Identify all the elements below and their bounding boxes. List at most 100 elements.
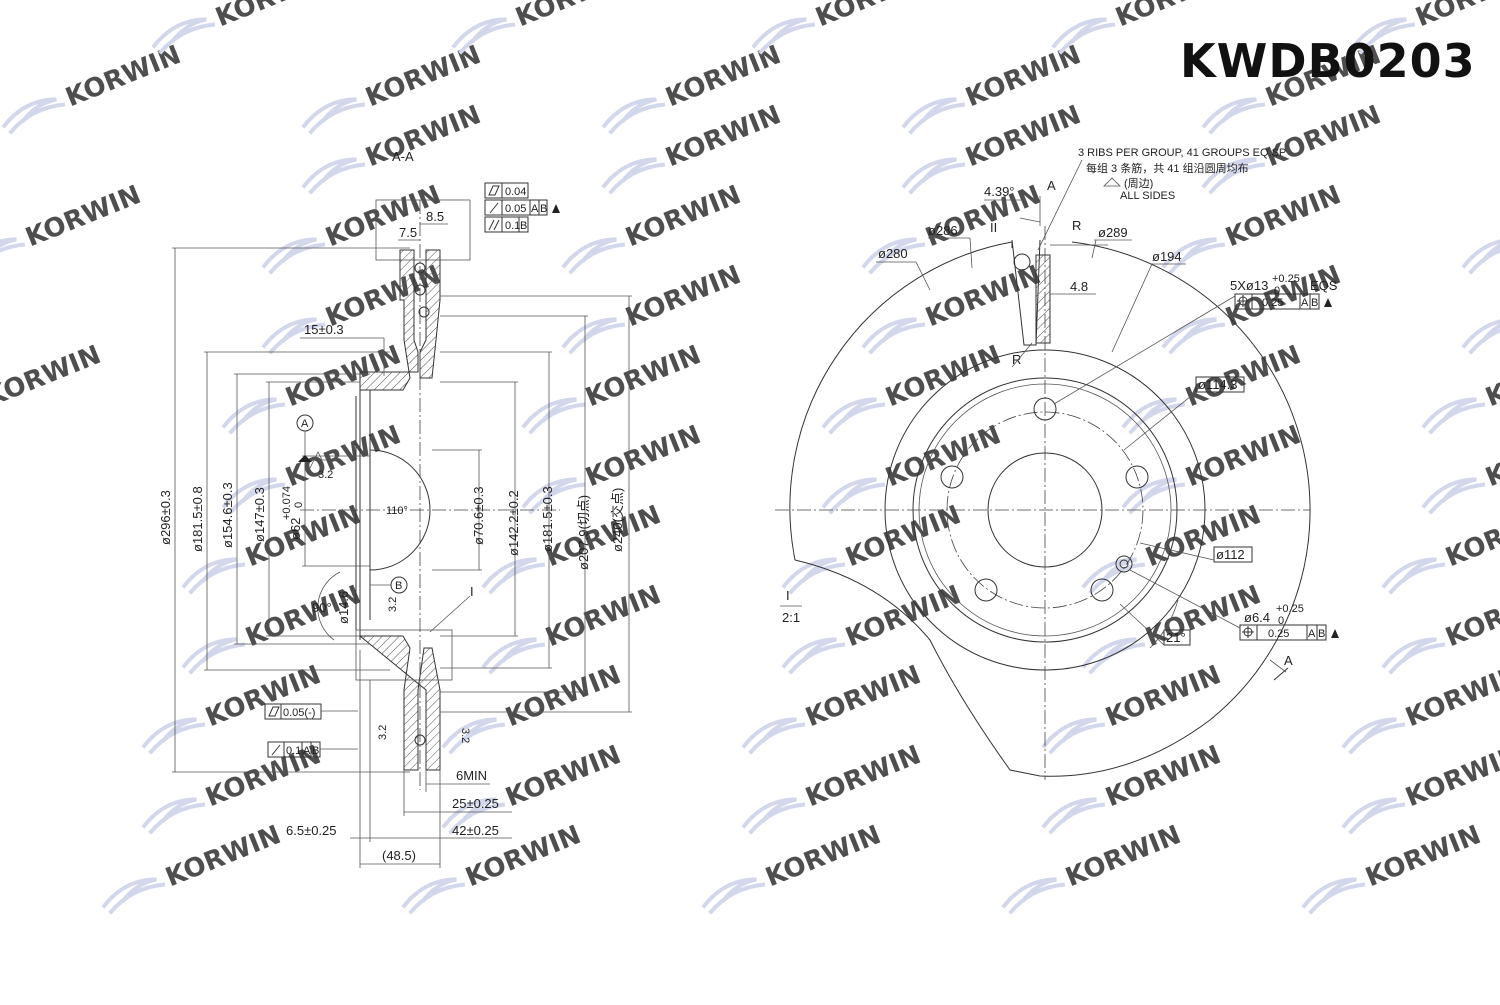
- all-sides-en: ALL SIDES: [1120, 190, 1175, 202]
- watermark-text: KORWIN: [812, 0, 936, 33]
- watermark-text: KORWIN: [282, 420, 406, 493]
- dim-d280: ø280: [878, 246, 908, 261]
- svg-text:B: B: [395, 580, 402, 592]
- watermark-text: KORWIN: [542, 500, 666, 573]
- watermark-text: KORWIN: [842, 580, 966, 653]
- watermark-logo: KORWIN: [561, 180, 746, 275]
- watermark-logo: KORWIN: [741, 740, 925, 835]
- angle-439: 4.39°: [984, 184, 1015, 199]
- watermark-logo: KORWIN: [221, 420, 406, 515]
- svg-text:B: B: [1318, 628, 1325, 640]
- section-marker-a: A: [1047, 178, 1056, 193]
- watermark-logo: KORWIN: [441, 660, 625, 755]
- watermark-logo: KORWIN: [1461, 237, 1500, 275]
- detail-mark: I: [470, 584, 474, 599]
- rib-note-cn: 每组 3 条筋，共 41 组沿圆周均布: [1086, 161, 1249, 175]
- watermark-text: KORWIN: [1182, 420, 1306, 493]
- watermark-text: KORWIN: [1402, 740, 1500, 813]
- watermark-logo: KORWIN: [601, 100, 785, 195]
- dim-4-8: 4.8: [1070, 279, 1088, 294]
- d112-frame: [1213, 546, 1253, 563]
- svg-text:A: A: [1301, 297, 1309, 309]
- dim-d194: ø194: [1152, 249, 1182, 264]
- mark-r2: R: [1012, 352, 1021, 367]
- detail-i-mark: I: [786, 588, 790, 603]
- runout-icon-2: [271, 744, 281, 756]
- triangle-icon-2: [1324, 298, 1332, 307]
- dim-d70: ø70.6±0.3: [471, 487, 486, 545]
- watermark-text: KORWIN: [1062, 820, 1186, 893]
- svg-text:3.2: 3.2: [387, 597, 399, 612]
- locating-hole: [1115, 555, 1133, 573]
- svg-text:0.25: 0.25: [1262, 297, 1283, 309]
- watermark-logo: KORWIN: [1041, 660, 1225, 755]
- svg-text:0.05(-): 0.05(-): [283, 707, 315, 719]
- roughness-icon: [309, 451, 336, 469]
- watermark-logo: KORWIN: [1161, 260, 1345, 355]
- svg-text:+0.25: +0.25: [1276, 603, 1304, 615]
- watermark-text: KORWIN: [62, 40, 186, 113]
- dim-d181-3: ø181.5±0.3: [540, 486, 555, 552]
- watermark-logo: KORWIN: [0, 340, 105, 413]
- dim-15: 15±0.3: [304, 322, 344, 337]
- dim-6-5: 6.5±0.25: [286, 823, 337, 838]
- runout-datum-a: A: [531, 203, 539, 215]
- flatness-icon-2: [268, 706, 280, 717]
- svg-text:+0.25: +0.25: [1272, 273, 1300, 285]
- watermark-logo: KORWIN: [701, 820, 885, 915]
- runout-icon: [489, 202, 499, 214]
- watermark-text: KORWIN: [962, 100, 1086, 173]
- holes-eqs: EQS: [1310, 278, 1338, 293]
- all-sides-cn: (周边): [1124, 177, 1153, 190]
- svg-text:A: A: [1308, 628, 1316, 640]
- watermark-text: KORWIN: [582, 420, 706, 493]
- dim-d14: ø14.6: [336, 591, 351, 624]
- watermark-text: KORWIN: [1412, 0, 1500, 33]
- watermark-logo: KORWIN: [481, 580, 665, 675]
- flatness-icon: [488, 185, 500, 196]
- angle-90: 90°: [312, 600, 332, 615]
- gdt-frame-bottom: 0.05(-) 0.1 A B: [264, 703, 358, 758]
- triangle-icon-3: [1331, 629, 1339, 638]
- watermark-text: KORWIN: [1112, 0, 1236, 33]
- disc-outline: [789, 241, 1311, 777]
- svg-text:A: A: [301, 418, 309, 430]
- angle-21: 21°: [1166, 630, 1186, 645]
- dim-7-5: 7.5: [399, 225, 417, 240]
- front-view: 3 RIBS PER GROUP, 41 GROUPS EQ.SP 每组 3 条…: [775, 147, 1339, 780]
- svg-text:3.2: 3.2: [459, 728, 471, 743]
- d114-frame: [1195, 376, 1245, 393]
- angle-21-frame: [1163, 629, 1191, 646]
- svg-text:A: A: [303, 745, 311, 757]
- bolt-circle: [946, 411, 1144, 609]
- watermark-text: KORWIN: [1442, 580, 1500, 653]
- watermark-text: KORWIN: [622, 180, 746, 253]
- watermark-text: KORWIN: [22, 180, 146, 253]
- watermark-logo: KORWIN: [861, 260, 1045, 355]
- section-view: A-A 0.04 0.05 A B 0.1 B 8.5: [158, 149, 632, 868]
- part-number-title: KWDB0203: [1180, 34, 1476, 88]
- disc-section-lower: [358, 635, 441, 771]
- watermark-logo: KORWIN: [1, 40, 186, 135]
- watermark-logo: KORWIN: [821, 340, 1005, 435]
- dim-d62: ø62: [288, 518, 303, 540]
- watermark-logo: KORWIN: [301, 100, 485, 195]
- watermark-text: KORWIN: [1262, 100, 1386, 173]
- parallel-icon: [488, 219, 500, 231]
- section-label: A-A: [392, 149, 414, 164]
- watermark-logo: KORWIN: [1461, 317, 1500, 355]
- dim-d147: ø147±0.3: [252, 487, 267, 542]
- watermark-logo: KORWIN: [1001, 820, 1186, 915]
- rib-section: [1035, 254, 1051, 344]
- watermark-logo: KORWIN: [781, 580, 966, 675]
- roughness-all-sides-icon: [1103, 177, 1121, 187]
- watermark-logo: KORWIN: [481, 500, 666, 595]
- svg-text:0.1: 0.1: [286, 745, 301, 757]
- parallel-datum: B: [520, 220, 527, 232]
- runout-datum-b: B: [540, 203, 547, 215]
- watermark-text: KORWIN: [1362, 820, 1486, 893]
- watermark-text: KORWIN: [202, 660, 326, 733]
